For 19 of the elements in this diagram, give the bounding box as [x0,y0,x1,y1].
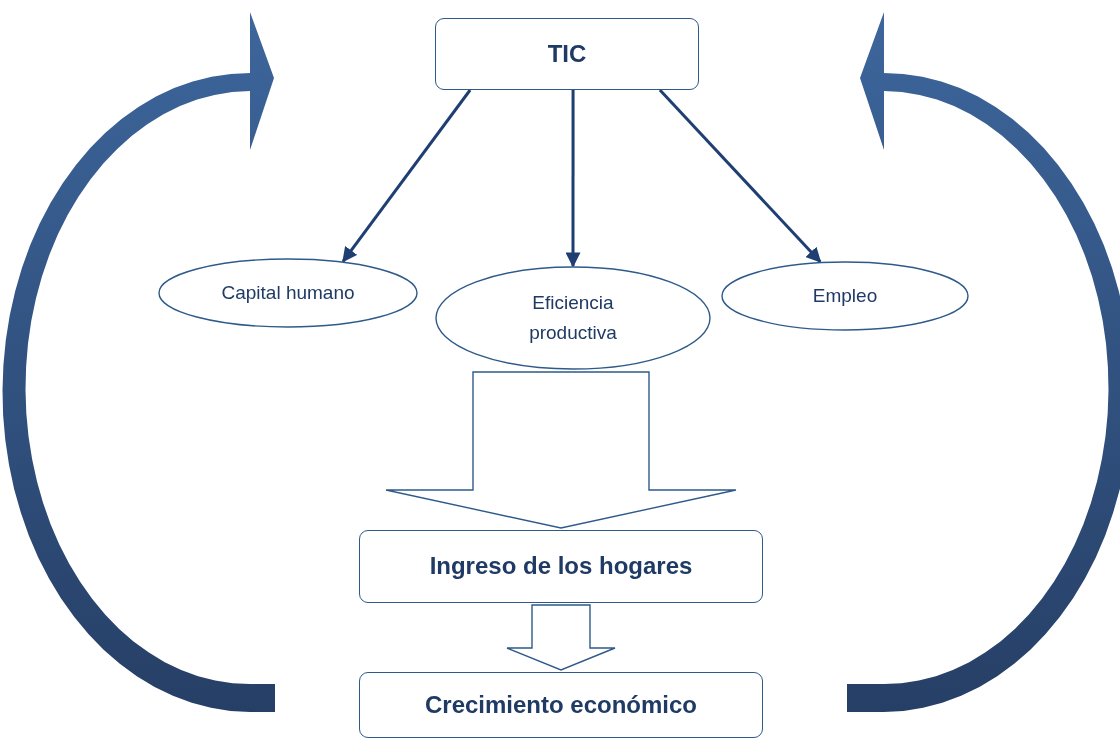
node-label: TIC [547,38,587,69]
process-box [359,672,763,738]
arrow [341,89,472,263]
process-box [359,530,763,603]
ellipse-node [158,258,418,328]
node-label: Ingreso de los hogares [429,551,693,582]
node-label: Crecimiento económico [424,689,698,720]
curved-arrow [847,12,1120,712]
arrow [565,90,581,268]
node-label: Empleo [812,283,878,308]
block-arrow [506,604,616,671]
arrow [658,88,822,263]
process-box [435,18,699,90]
block-arrow [385,371,737,529]
node-label: Capital humano [221,280,355,305]
curved-arrow [2,12,275,712]
node-label: Eficiencia productiva [528,290,618,345]
ellipse-node [435,266,711,370]
ellipse-node [721,261,969,331]
